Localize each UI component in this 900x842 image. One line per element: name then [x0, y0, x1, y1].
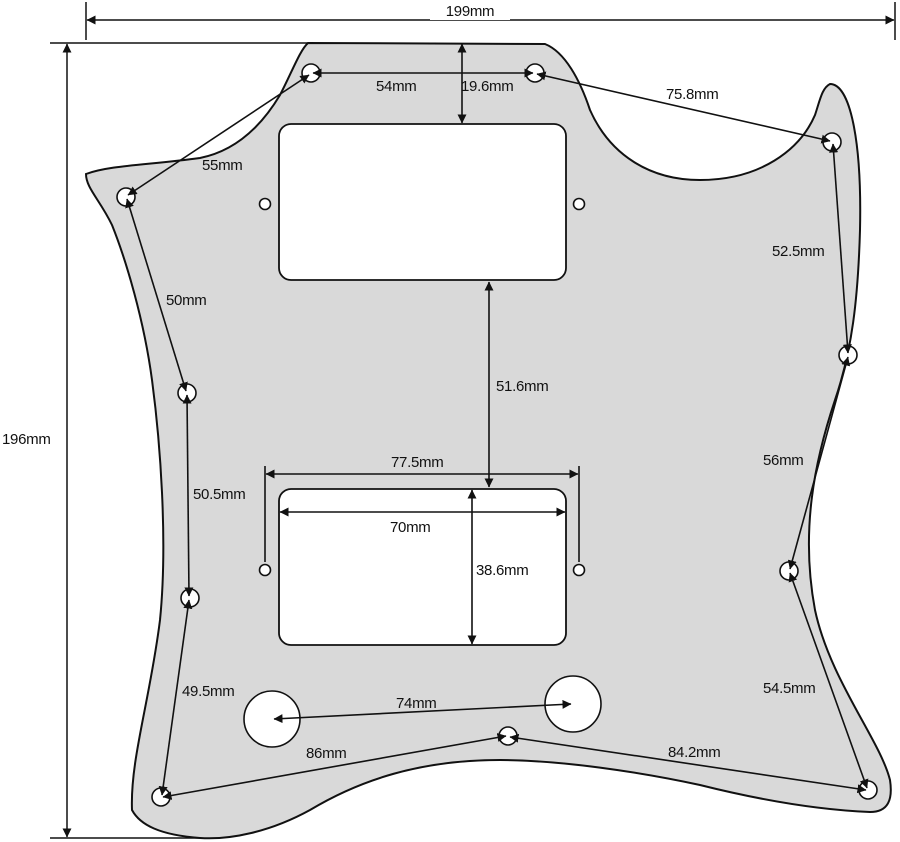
- label-top-holes: 54mm: [376, 78, 416, 95]
- measure-left-2: [182, 394, 194, 597]
- label-bottom-left: 86mm: [306, 745, 346, 762]
- height-label-bg: [2, 428, 60, 448]
- measure-right-1: [829, 143, 852, 354]
- screw-hole: [779, 561, 799, 581]
- label-left-1: 50mm: [166, 292, 206, 309]
- label-lower-cut-width: 70mm: [390, 519, 430, 536]
- tone-knob-hole: [544, 675, 602, 733]
- volume-knob-hole: [243, 690, 301, 748]
- label-right-2: 56mm: [763, 452, 803, 469]
- measure-right-2: [787, 356, 851, 570]
- label-lower-cut-height: 38.6mm: [476, 562, 528, 579]
- bridge-mount-hole-right: [572, 563, 586, 577]
- neck-pickup-cutout: [278, 123, 567, 281]
- width-label: 199mm: [446, 3, 495, 20]
- measure-knob-span: [273, 699, 572, 724]
- measure-upper-right: [536, 71, 831, 144]
- label-upper-right: 75.8mm: [666, 86, 718, 103]
- label-pickup-gap: 51.6mm: [496, 378, 548, 395]
- label-right-1: 52.5mm: [772, 243, 824, 260]
- label-top-margin: 19.6mm: [461, 78, 513, 95]
- label-left-2: 50.5mm: [193, 486, 245, 503]
- label-left-3: 49.5mm: [182, 683, 234, 700]
- measure-upper-left: [127, 74, 310, 196]
- neck-mount-hole-left: [258, 197, 272, 211]
- label-upper-left: 55mm: [202, 157, 242, 174]
- screw-hole: [180, 588, 200, 608]
- label-bottom-right: 84.2mm: [668, 744, 720, 761]
- measurement-labels: 54mm 19.6mm 75.8mm 55mm 52.5mm 50mm 51.6…: [166, 78, 825, 762]
- height-label: 196mm: [2, 431, 51, 448]
- width-label-bg: [430, 2, 510, 20]
- measurement-lines: [125, 43, 869, 800]
- label-knob-span: 74mm: [396, 695, 436, 712]
- bridge-pickup-cutout: [278, 488, 567, 646]
- label-lower-mount-span: 77.5mm: [391, 454, 443, 471]
- neck-mount-hole-right: [572, 197, 586, 211]
- screw-hole: [822, 132, 842, 152]
- measure-bottom-right: [509, 733, 867, 794]
- label-right-3: 54.5mm: [763, 680, 815, 697]
- screw-hole: [116, 187, 136, 207]
- bridge-mount-hole-left: [258, 563, 272, 577]
- measure-left-1: [125, 198, 188, 392]
- measure-bottom-left: [162, 733, 507, 800]
